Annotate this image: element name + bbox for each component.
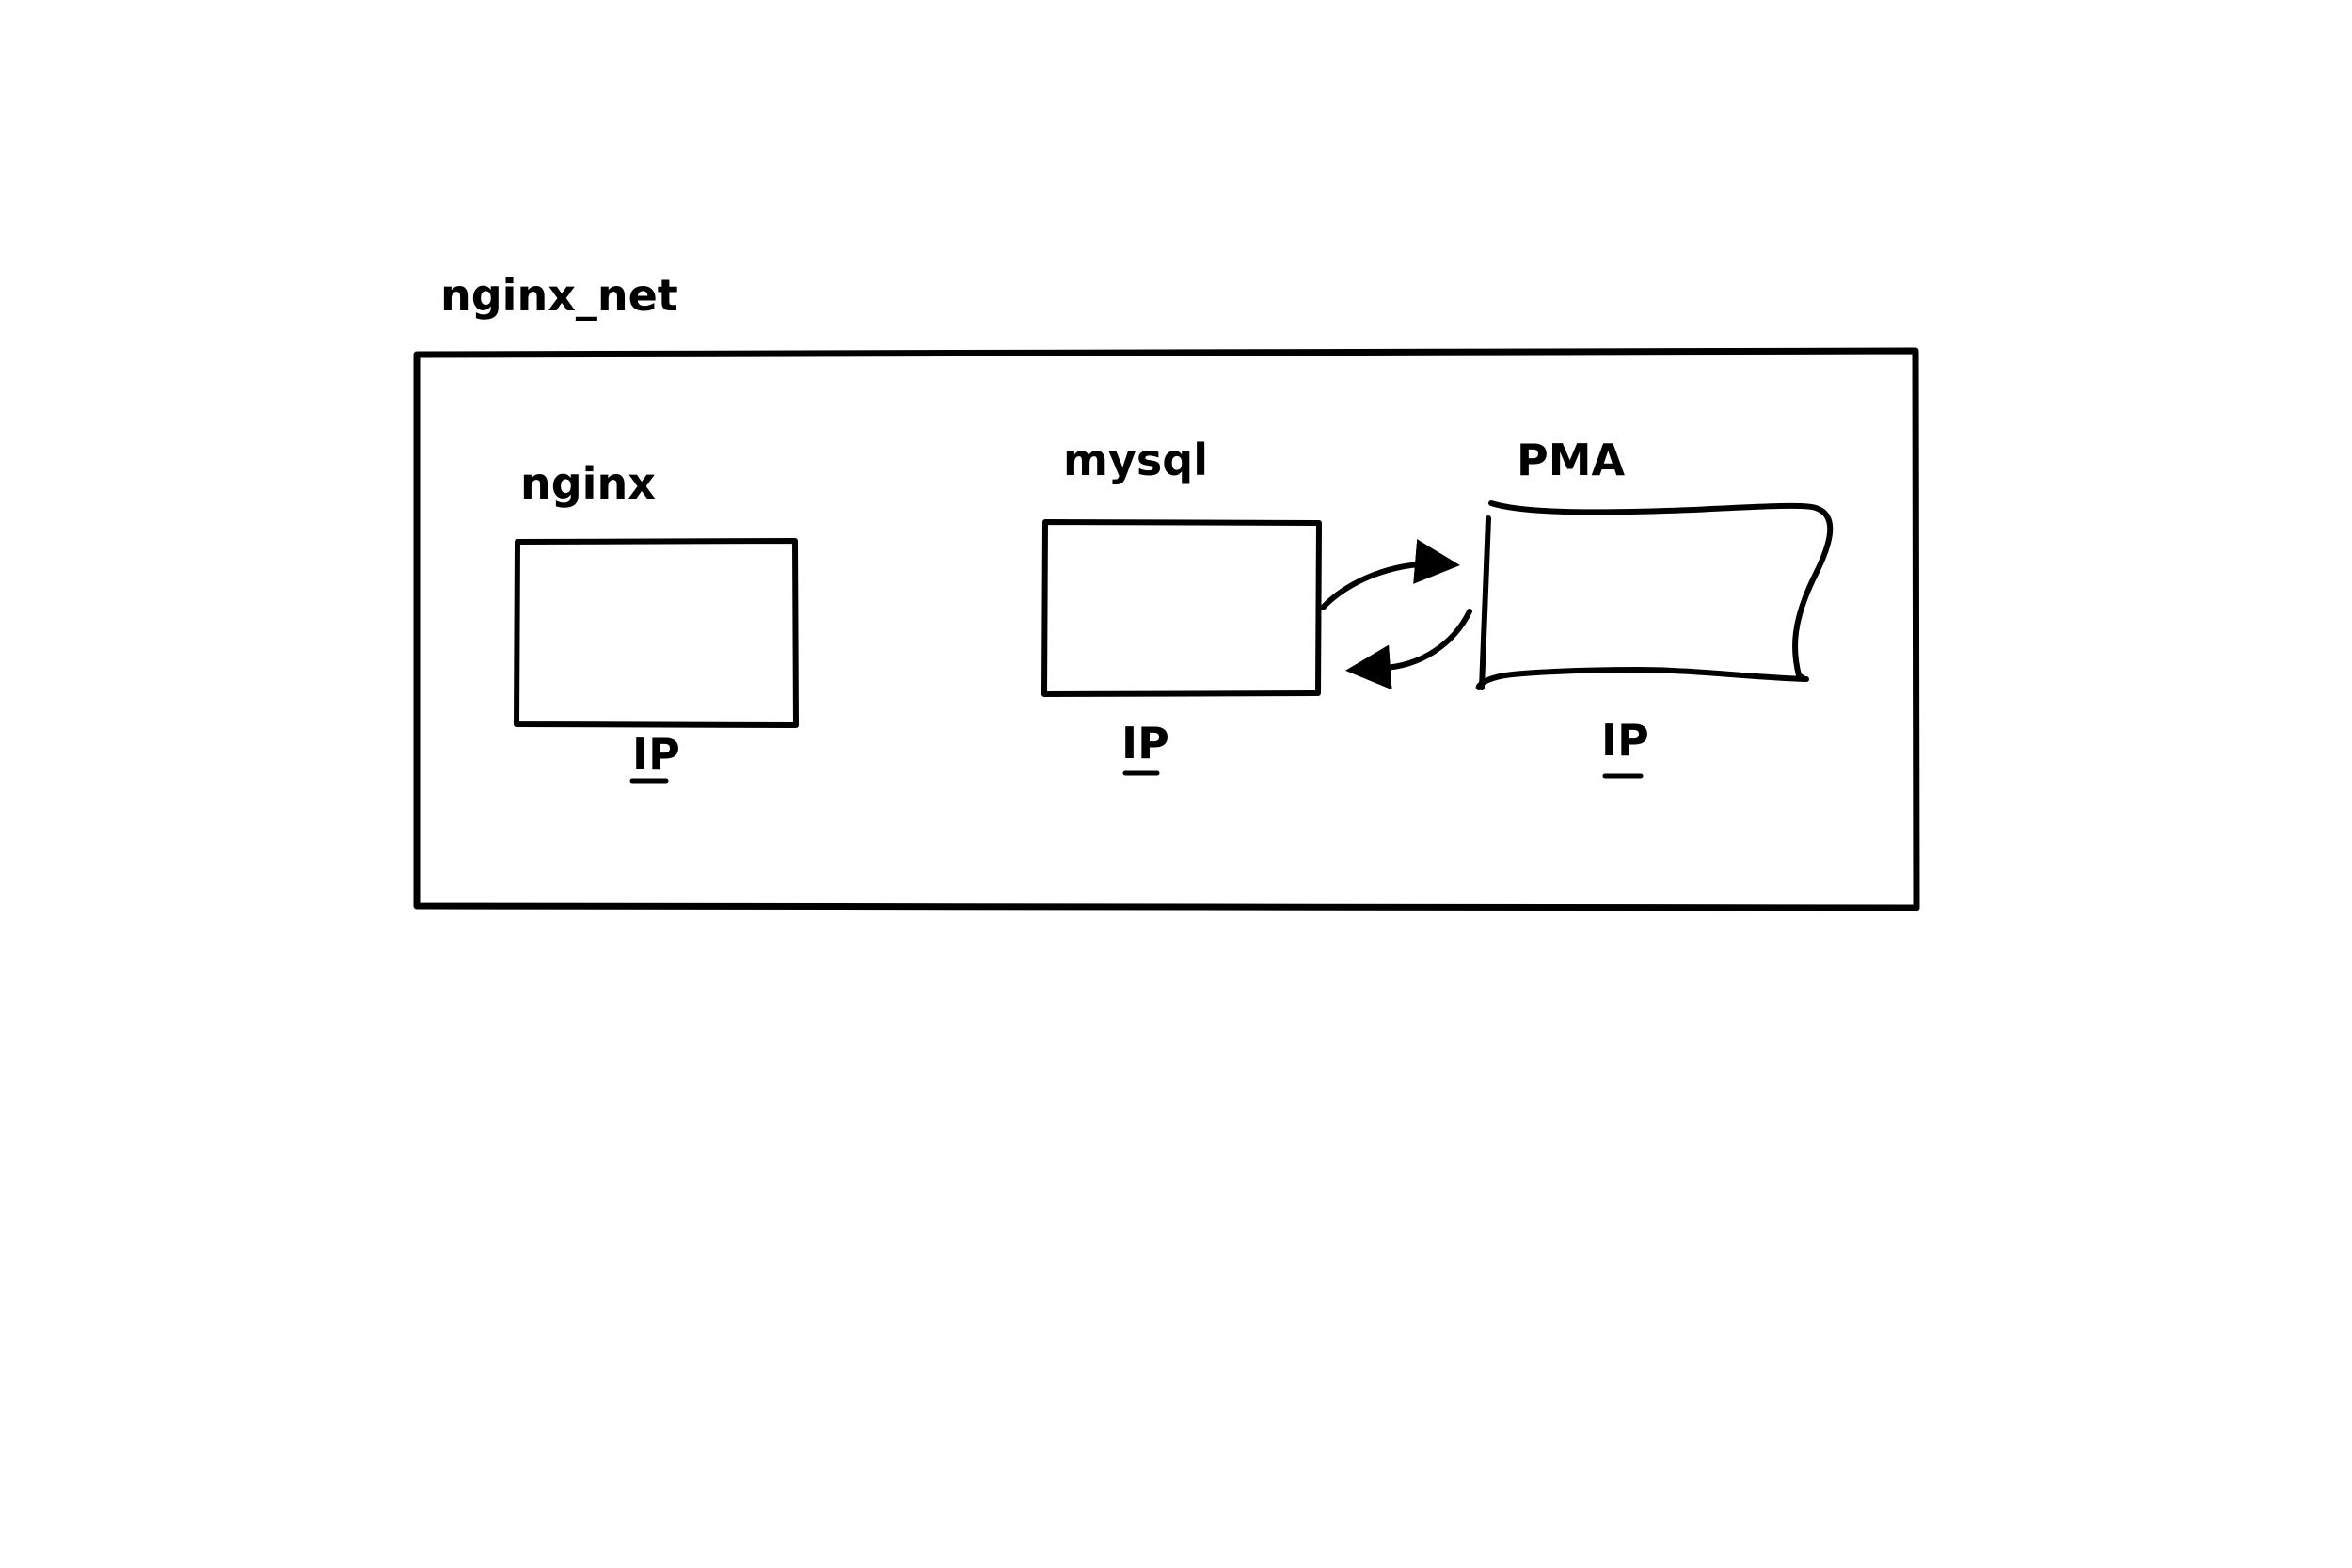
network-label: nginx_net [440,270,678,321]
ip-label-nginx: IP [632,729,680,780]
ip-label-pma: IP [1601,715,1649,766]
container-label-mysql: mysql [1063,435,1208,485]
container-box-nginx [514,538,799,728]
network-boundary [413,347,1920,911]
ip-label-mysql: IP [1121,718,1169,768]
connection-arrow-mysql-to-pma [1320,539,1460,610]
container-label-nginx: nginx [520,458,656,509]
container-box-pma [1475,500,1834,690]
container-box-mysql [1041,519,1322,697]
connection-arrow-pma-to-mysql [1345,609,1472,690]
container-label-pma: PMA [1517,435,1625,485]
